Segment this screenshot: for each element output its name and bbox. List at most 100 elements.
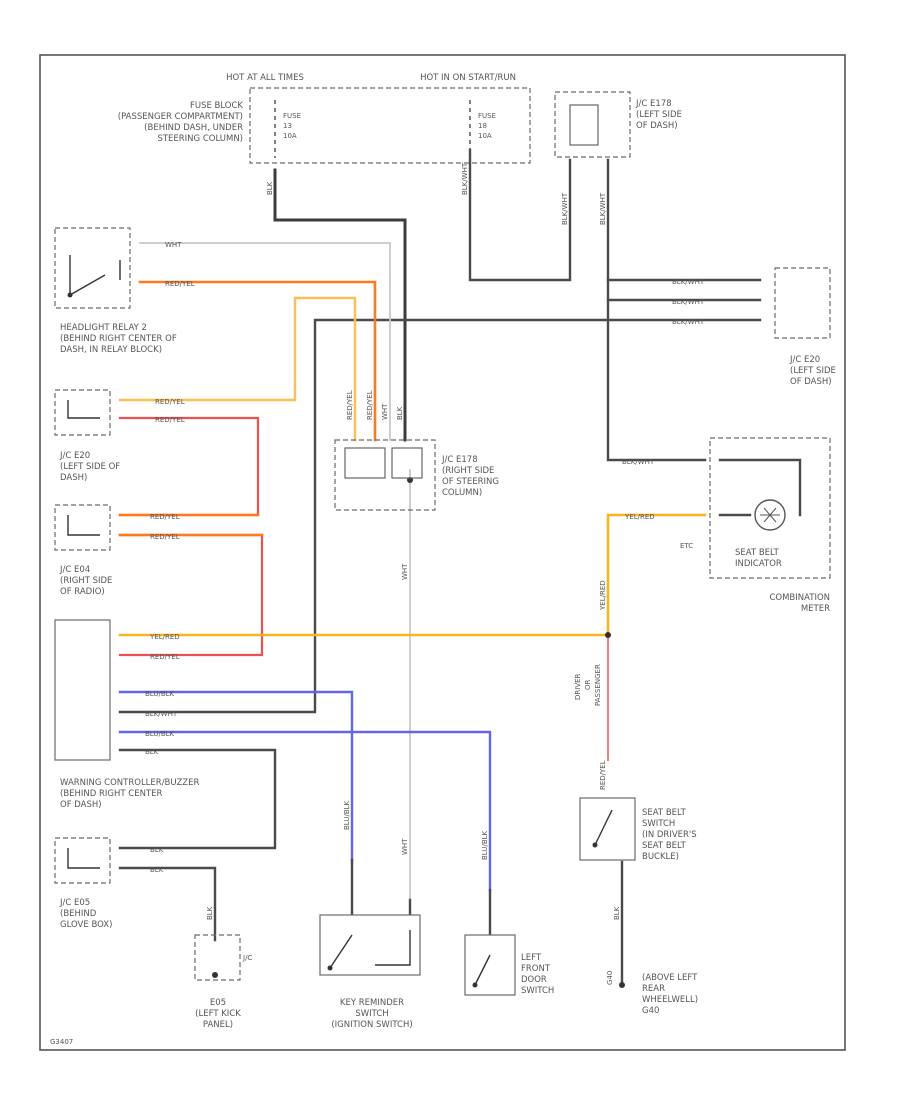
wire-label-blublk-2: BLU/BLK: [145, 730, 175, 738]
driver-note-1: DRIVER: [574, 673, 582, 700]
wire-label-blkwht-2: BLK/WHT: [672, 298, 705, 306]
wire-meter-internal: [718, 458, 802, 517]
key-contact-icon: [327, 965, 333, 971]
figure-id: G3407: [50, 1038, 73, 1046]
driver-note-3: PASSENGER: [594, 664, 602, 706]
wire-label-blk-controller: BLK: [145, 748, 159, 756]
seat-belt-indicator-line-1: SEAT BELT: [735, 548, 780, 558]
wire-label-blkwht-meter: BLK/WHT: [622, 458, 655, 466]
vlabel-blk-jc: BLK: [396, 406, 404, 420]
jc-e05-line-2: (BEHIND: [60, 909, 97, 919]
lamp-filament-icon: [760, 507, 780, 523]
fuse-18-label-2: 18: [478, 122, 487, 130]
fuse-18-label-3: 10A: [478, 132, 492, 140]
jc-e178-top-box: [554, 91, 631, 158]
headlight-relay-line-2: (BEHIND RIGHT CENTER OF: [60, 334, 177, 344]
seat-belt-switch-line-1: SEAT BELT: [642, 808, 687, 818]
jc-e178-top-line-3: OF DASH): [636, 121, 678, 131]
door-switch-line-4: SWITCH: [521, 986, 554, 996]
vlabel-blkwht-fuse18: BLK/WHT: [461, 162, 469, 195]
key-reminder-line-1: KEY REMINDER: [340, 998, 404, 1008]
jc-e04-box: [54, 504, 111, 551]
seat-belt-indicator-line-2: INDICATOR: [735, 559, 782, 569]
seat-belt-contact-icon: [592, 842, 598, 848]
seat-belt-switch-icon: [594, 809, 613, 846]
jc-e20-left-line-3: DASH): [60, 473, 87, 483]
hot-at-all-times-label: HOT AT ALL TIMES: [226, 73, 304, 83]
wire-red-loop-2: [118, 533, 264, 657]
combination-meter-box: [709, 437, 831, 579]
fuse-block-box: [249, 87, 531, 164]
hot-in-on-label: HOT IN ON START/RUN: [420, 73, 516, 83]
wire-blkwht-controller: [118, 318, 762, 714]
e05-jc-short: J/C: [242, 954, 252, 962]
wire-yelred-meter: [606, 513, 707, 637]
door-switch-line-3: DOOR: [521, 975, 547, 985]
jc-e178-right-inner-b: [391, 447, 423, 479]
vlabel-redyel-1: RED/YEL: [346, 390, 354, 420]
etc-label: ETC: [680, 542, 693, 550]
vlabel-blublk-door: BLU/BLK: [481, 830, 489, 860]
jc-e178-top-inner: [569, 104, 599, 146]
jc-e20-left-line-2: (LEFT SIDE OF: [60, 462, 120, 472]
wire-redyel-relay: [138, 280, 377, 442]
fuse-block-line-4: STEERING COLUMN): [157, 134, 243, 144]
fuse-block-line-3: (BEHIND DASH, UNDER: [144, 123, 243, 133]
ground-left-rear-line-4: G40: [642, 1006, 659, 1016]
jc-e178-top-line-2: (LEFT SIDE: [636, 110, 682, 120]
combination-meter-line-2: METER: [801, 604, 830, 614]
wire-label-redyel-jc-1: RED/YEL: [155, 398, 185, 406]
fuse-13-label-1: FUSE: [283, 112, 301, 120]
wire-label-wht-relay: WHT: [165, 241, 182, 249]
ground-left-rear-line-2: REAR: [642, 984, 665, 994]
key-switch-icon: [329, 930, 411, 969]
vlabel-blkwht-e178a: BLK/WHT: [561, 192, 569, 225]
e05-ground-line-2: (LEFT KICK: [195, 1009, 241, 1019]
wire-label-blublk-1: BLU/BLK: [145, 690, 175, 698]
jc-e178-right-line-3: OF STEERING: [442, 477, 499, 487]
jc-e178-right-inner-a: [344, 447, 386, 479]
relay-switch-icon: [69, 255, 121, 296]
wire-blk-ground: [118, 866, 217, 942]
jc-e04-line-1: J/C E04: [59, 565, 90, 575]
fuse-13-label-3: 10A: [283, 132, 297, 140]
jc-e04-icon: [67, 515, 100, 536]
jc-e20-right-line-1: J/C E20: [789, 355, 820, 365]
wire-label-blkwht-controller: BLK/WHT: [145, 710, 178, 718]
wire-label-blk-e05-1: BLK: [150, 846, 164, 854]
key-reminder-line-3: (IGNITION SWITCH): [331, 1020, 412, 1030]
ground-point-g40: [619, 982, 625, 988]
warning-controller-line-2: (BEHIND RIGHT CENTER: [60, 789, 163, 799]
seat-belt-switch-line-3: (IN DRIVER'S: [642, 830, 697, 840]
jc-e178-right-box: [334, 439, 436, 511]
wire-blublk-key: [118, 690, 354, 862]
headlight-relay-line-1: HEADLIGHT RELAY 2: [60, 323, 147, 333]
vlabel-wht-jc: WHT: [381, 403, 389, 420]
seat-belt-switch-line-2: SWITCH: [642, 819, 675, 829]
vlabel-redyel-2: RED/YEL: [366, 390, 374, 420]
wire-blk-controller: [118, 748, 277, 850]
warning-controller-line-1: WARNING CONTROLLER/BUZZER: [60, 778, 199, 788]
wire-blkwht-1: [606, 158, 762, 282]
jc-e05-line-3: GLOVE BOX): [60, 920, 112, 930]
splice-yelred: [605, 632, 611, 638]
wire-label-redyel-e04-1: RED/YEL: [150, 513, 180, 521]
door-switch-box: [464, 934, 516, 996]
vlabel-wht-key: WHT: [401, 838, 409, 855]
jc-e20-right-line-2: (LEFT SIDE: [790, 366, 836, 376]
jc-e20-left-box: [54, 389, 111, 436]
ground-point-e05: [212, 972, 218, 978]
jc-e05-icon: [67, 848, 100, 869]
wire-blublk-door: [118, 730, 492, 892]
vlabel-blk-fuse13: BLK: [266, 181, 274, 195]
seat-belt-switch-line-5: BUCKLE): [642, 852, 679, 862]
jc-e178-right-line-1: J/C E178: [441, 455, 478, 465]
vlabel-blkwht-e178b: BLK/WHT: [599, 192, 607, 225]
headlight-relay-box: [54, 227, 131, 309]
wire-label-redyel-relay: RED/YEL: [165, 280, 195, 288]
vlabel-redyel-seatbelt: RED/YEL: [599, 760, 607, 790]
ground-left-rear-line-3: WHEELWELL): [642, 995, 698, 1005]
jc-e04-line-2: (RIGHT SIDE: [60, 576, 112, 586]
wire-label-blkwht-1: BLK/WHT: [672, 278, 705, 286]
jc-e05-line-1: J/C E05: [59, 898, 90, 908]
